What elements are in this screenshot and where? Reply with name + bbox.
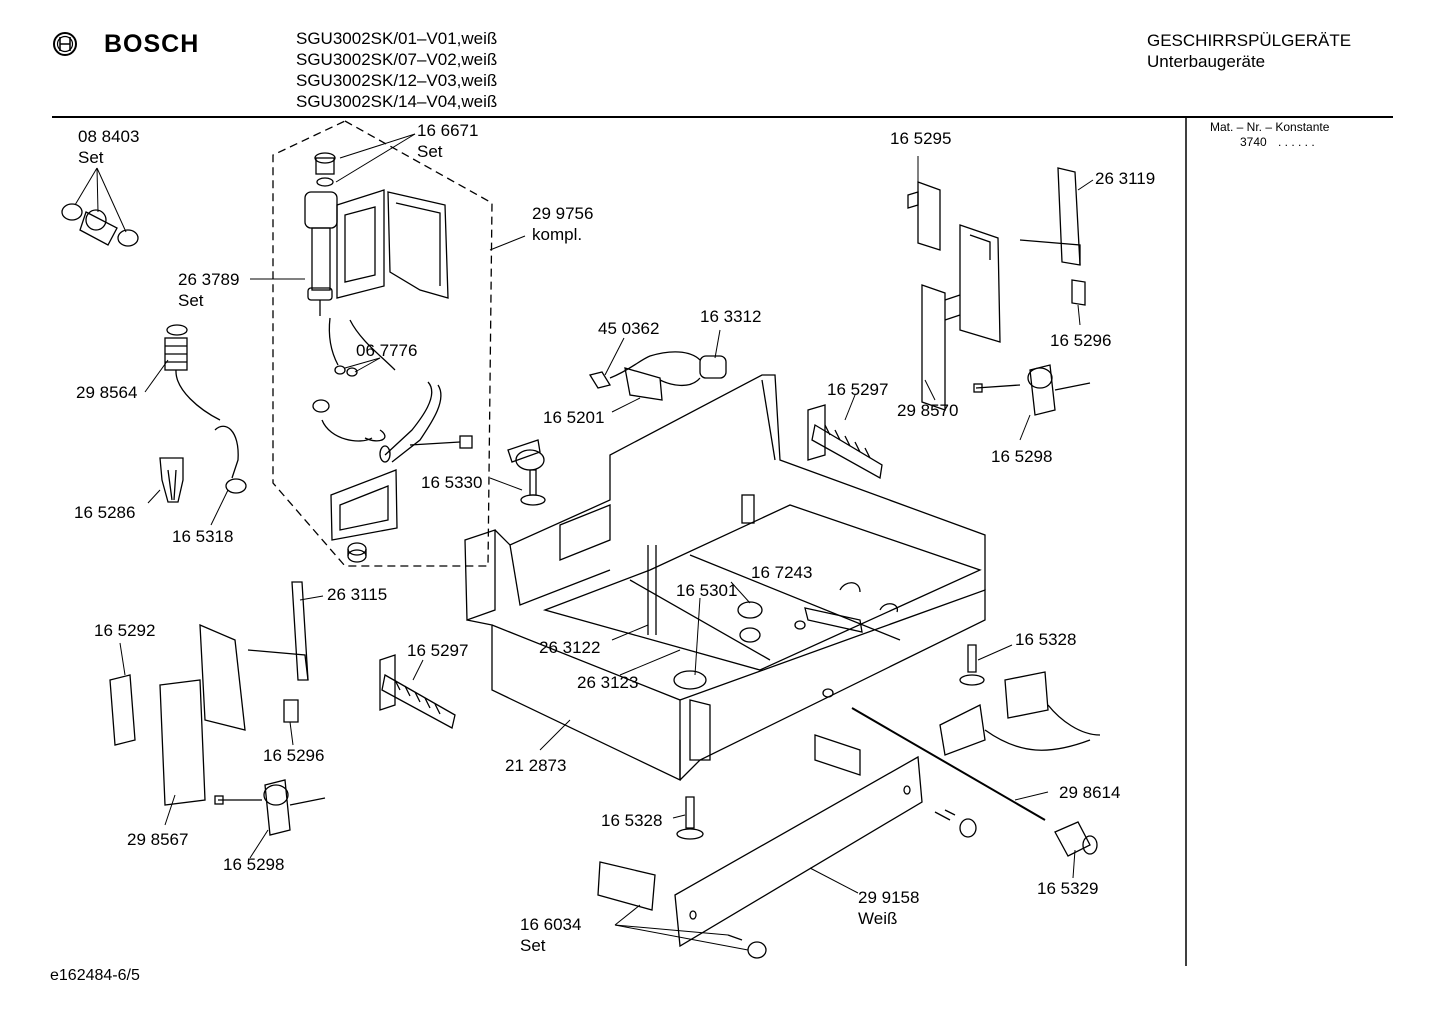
part-label: Set <box>78 148 104 167</box>
category-title: GESCHIRRSPÜLGERÄTE <box>1147 31 1352 50</box>
part-label: 16 6034 <box>520 915 582 934</box>
part-label: 29 8564 <box>76 383 138 402</box>
part-label: 16 5298 <box>991 447 1053 466</box>
category-subtitle: Unterbaugeräte <box>1147 52 1266 71</box>
part-label: 16 5295 <box>890 129 952 148</box>
part-label: 16 6671 <box>417 121 479 140</box>
drawing-id: e162484-6/5 <box>50 967 140 984</box>
part-label: 16 7243 <box>751 563 813 582</box>
cable-harness <box>939 671 1101 756</box>
model-line-1: SGU3002SK/01–V01,weiß <box>296 29 498 48</box>
part-label: 16 5296 <box>263 746 325 765</box>
part-label: 26 3115 <box>327 585 388 604</box>
part-label: 08 8403 <box>78 127 140 146</box>
mat-nr-value: 3740 <box>1240 135 1267 149</box>
part-label: 26 3122 <box>539 638 601 657</box>
bosch-logo-icon <box>53 32 77 56</box>
part-label: 29 9158 <box>858 888 920 907</box>
base-tub-212873 <box>464 374 986 782</box>
part-label: 16 5298 <box>223 855 285 874</box>
part-label: 16 5201 <box>543 408 605 427</box>
bracket-165292 <box>109 674 136 746</box>
brand-name: BOSCH <box>104 30 200 58</box>
part-label: Weiß <box>858 909 898 928</box>
part-label: 26 3119 <box>1095 169 1156 188</box>
panel-299158 <box>597 734 977 959</box>
part-label: 45 0362 <box>598 319 660 338</box>
part-label: 16 5330 <box>421 473 483 492</box>
model-line-2: SGU3002SK/07–V02,weiß <box>296 50 498 69</box>
part-label: 16 5286 <box>74 503 136 522</box>
part-label: Set <box>520 936 546 955</box>
rod-298614 <box>851 707 1098 857</box>
bracket-165286 <box>159 457 184 503</box>
part-label: 16 3312 <box>700 307 762 326</box>
part-label: 16 5328 <box>1015 630 1077 649</box>
heater-165297-left <box>379 654 456 729</box>
screws <box>520 469 985 840</box>
part-label: 26 3123 <box>577 673 639 692</box>
part-label: Set <box>417 142 443 161</box>
part-label: 29 8567 <box>127 830 189 849</box>
bracket-263119 <box>1019 167 1086 306</box>
model-line-3: SGU3002SK/12–V03,weiß <box>296 71 498 90</box>
sensor-165298-right <box>973 364 1091 416</box>
part-label: 16 5301 <box>676 581 738 600</box>
sensor-165298-left <box>214 779 326 836</box>
softener-assembly <box>304 152 473 563</box>
part-label: 16 5292 <box>94 621 156 640</box>
bracket-298570 <box>921 224 1001 411</box>
part-label: 29 8570 <box>897 401 959 420</box>
part-label: 16 5328 <box>601 811 663 830</box>
part-label: kompl. <box>532 225 583 244</box>
part-label: 16 5297 <box>827 380 889 399</box>
mat-nr-dots: . . . . . . <box>1278 135 1315 149</box>
mat-nr-title: Mat. – Nr. – Konstante <box>1210 120 1330 134</box>
bracket-165295 <box>907 181 941 251</box>
part-label: 06 7776 <box>356 341 418 360</box>
part-label: 16 5318 <box>172 527 234 546</box>
hose-298564 <box>164 324 247 494</box>
heater-165297-right <box>807 404 883 480</box>
part-label: 16 5329 <box>1037 879 1099 898</box>
cable-plugs <box>588 351 727 401</box>
hose-set-088403 <box>61 203 139 247</box>
part-label: Set <box>178 291 204 310</box>
model-line-4: SGU3002SK/14–V04,weiß <box>296 92 498 111</box>
part-label: 16 5297 <box>407 641 469 660</box>
bracket-263115 <box>247 581 309 723</box>
bracket-298567 <box>159 623 246 806</box>
part-label: 16 5296 <box>1050 331 1112 350</box>
part-label: 29 9756 <box>532 204 594 223</box>
part-label: 26 3789 <box>178 270 240 289</box>
part-label: 21 2873 <box>505 756 567 775</box>
leader-lines <box>74 133 1094 951</box>
part-label: 29 8614 <box>1059 783 1121 802</box>
